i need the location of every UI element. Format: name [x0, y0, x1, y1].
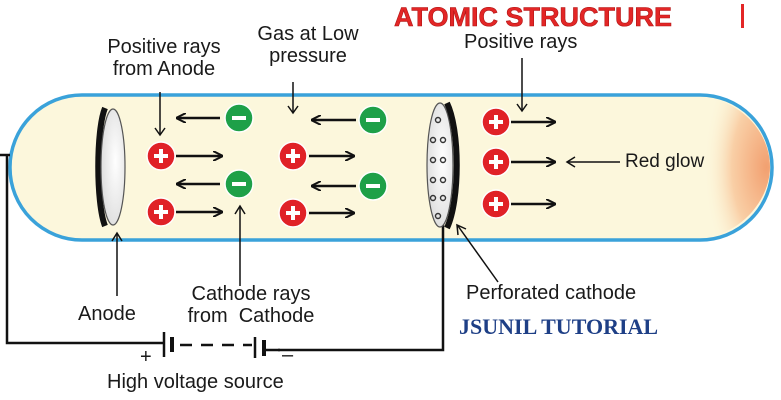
- high-voltage-source-label: High voltage source: [107, 371, 284, 393]
- red-glow-label: Red glow: [625, 151, 705, 172]
- positive-particle: [481, 107, 511, 137]
- gas-label-line2: pressure: [269, 45, 347, 67]
- positive-rays-from-anode-line2: from Anode: [112, 58, 216, 80]
- cathode-rays-label: Cathode rays from Cathode: [168, 283, 334, 327]
- gas-at-low-pressure-label: Gas at Low pressure: [228, 23, 388, 67]
- battery-symbol: [150, 332, 280, 358]
- negative-particle: [358, 171, 388, 201]
- brand-watermark: JSUNIL TUTORIAL: [459, 314, 659, 339]
- perforated-cathode-electrode: [426, 101, 460, 230]
- label-pointers: [111, 58, 620, 296]
- negative-terminal-sign: –: [282, 344, 294, 366]
- positive-particle: [481, 147, 511, 177]
- perforated-cathode-label: Perforated cathode: [466, 282, 637, 304]
- circuit-wires: [0, 153, 445, 352]
- positive-rays-from-anode-label: Positive rays from Anode: [80, 36, 248, 80]
- particle-arrows: [176, 118, 555, 213]
- positive-particle: [481, 189, 511, 219]
- negative-particle: [224, 103, 254, 133]
- page-title: ATOMIC STRUCTURE: [394, 2, 673, 33]
- cathode-rays-line2: from Cathode: [187, 305, 315, 327]
- positive-particles: [146, 107, 511, 228]
- positive-particle: [278, 141, 308, 171]
- title-accent-bar: [741, 4, 744, 28]
- anode-label: Anode: [78, 303, 136, 325]
- positive-rays-label: Positive rays: [464, 31, 578, 53]
- anode-electrode: [95, 106, 126, 228]
- positive-terminal-sign: +: [140, 346, 152, 368]
- positive-particle: [146, 197, 176, 227]
- positive-particle: [278, 198, 308, 228]
- positive-rays-from-anode-line1: Positive rays: [107, 36, 221, 58]
- positive-particle: [146, 141, 176, 171]
- gas-label-line1: Gas at Low: [257, 23, 359, 45]
- cathode-rays-line1: Cathode rays: [191, 283, 311, 305]
- discharge-tube: [8, 93, 774, 242]
- red-glow-region: [700, 97, 770, 238]
- negative-particles: [224, 103, 388, 201]
- negative-particle: [224, 169, 254, 199]
- negative-particle: [358, 105, 388, 135]
